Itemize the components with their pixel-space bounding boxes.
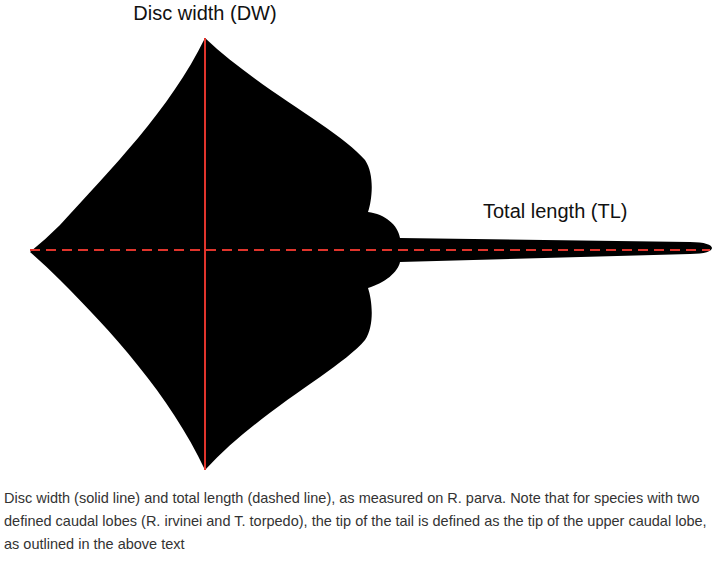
- axis-label: Disc width (DW): [133, 2, 276, 25]
- axis-label: Total length (TL): [483, 200, 628, 223]
- figure-caption: Disc width (solid line) and total length…: [4, 487, 712, 556]
- disc-width-line: [204, 38, 206, 470]
- total-length-line: [30, 249, 710, 251]
- ray-silhouette: [30, 38, 712, 470]
